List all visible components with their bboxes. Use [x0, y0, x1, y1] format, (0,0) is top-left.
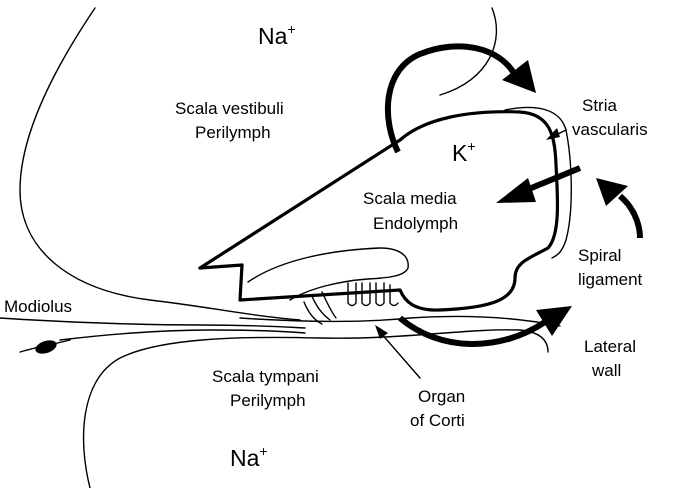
ganglion-cell [34, 338, 59, 356]
stria-label-line1: Stria [582, 96, 618, 115]
na-top-text: Na [258, 23, 288, 49]
scala-tympani-outline [84, 330, 548, 488]
lateral-label-line2: wall [591, 361, 621, 380]
perilymph-top-label: Perilymph [195, 123, 271, 142]
k-ion-sup: + [467, 138, 475, 154]
media-inflow-head [496, 178, 536, 203]
perilymph-bottom-label: Perilymph [230, 391, 306, 410]
spiral-label-line1: Spiral [578, 246, 621, 265]
scala-tympani-label: Scala tympani [212, 367, 319, 386]
na-bottom-sup: + [259, 443, 267, 459]
organ-of-corti-pointer [380, 332, 420, 378]
k-ion-label: K+ [452, 138, 476, 166]
scala-media-label: Scala media [363, 189, 457, 208]
organ-label-line2: of Corti [410, 411, 465, 430]
hair-cells [304, 283, 398, 324]
stria-label-line2: vascularis [572, 120, 648, 139]
na-bottom-label: Na+ [230, 443, 268, 471]
spiral-label-line2: ligament [578, 270, 643, 289]
na-top-sup: + [287, 21, 295, 37]
organ-label-line1: Organ [418, 387, 465, 406]
scala-vestibuli-label: Scala vestibuli [175, 99, 284, 118]
modiolus-nerve-lower [60, 330, 305, 340]
na-top-label: Na+ [258, 21, 296, 49]
lateral-up-arc [620, 196, 640, 238]
k-ion-text: K [452, 140, 468, 166]
lateral-label-line1: Lateral [584, 337, 636, 356]
na-bottom-text: Na [230, 445, 260, 471]
modiolus-label: Modiolus [4, 297, 72, 316]
endolymph-label: Endolymph [373, 214, 458, 233]
